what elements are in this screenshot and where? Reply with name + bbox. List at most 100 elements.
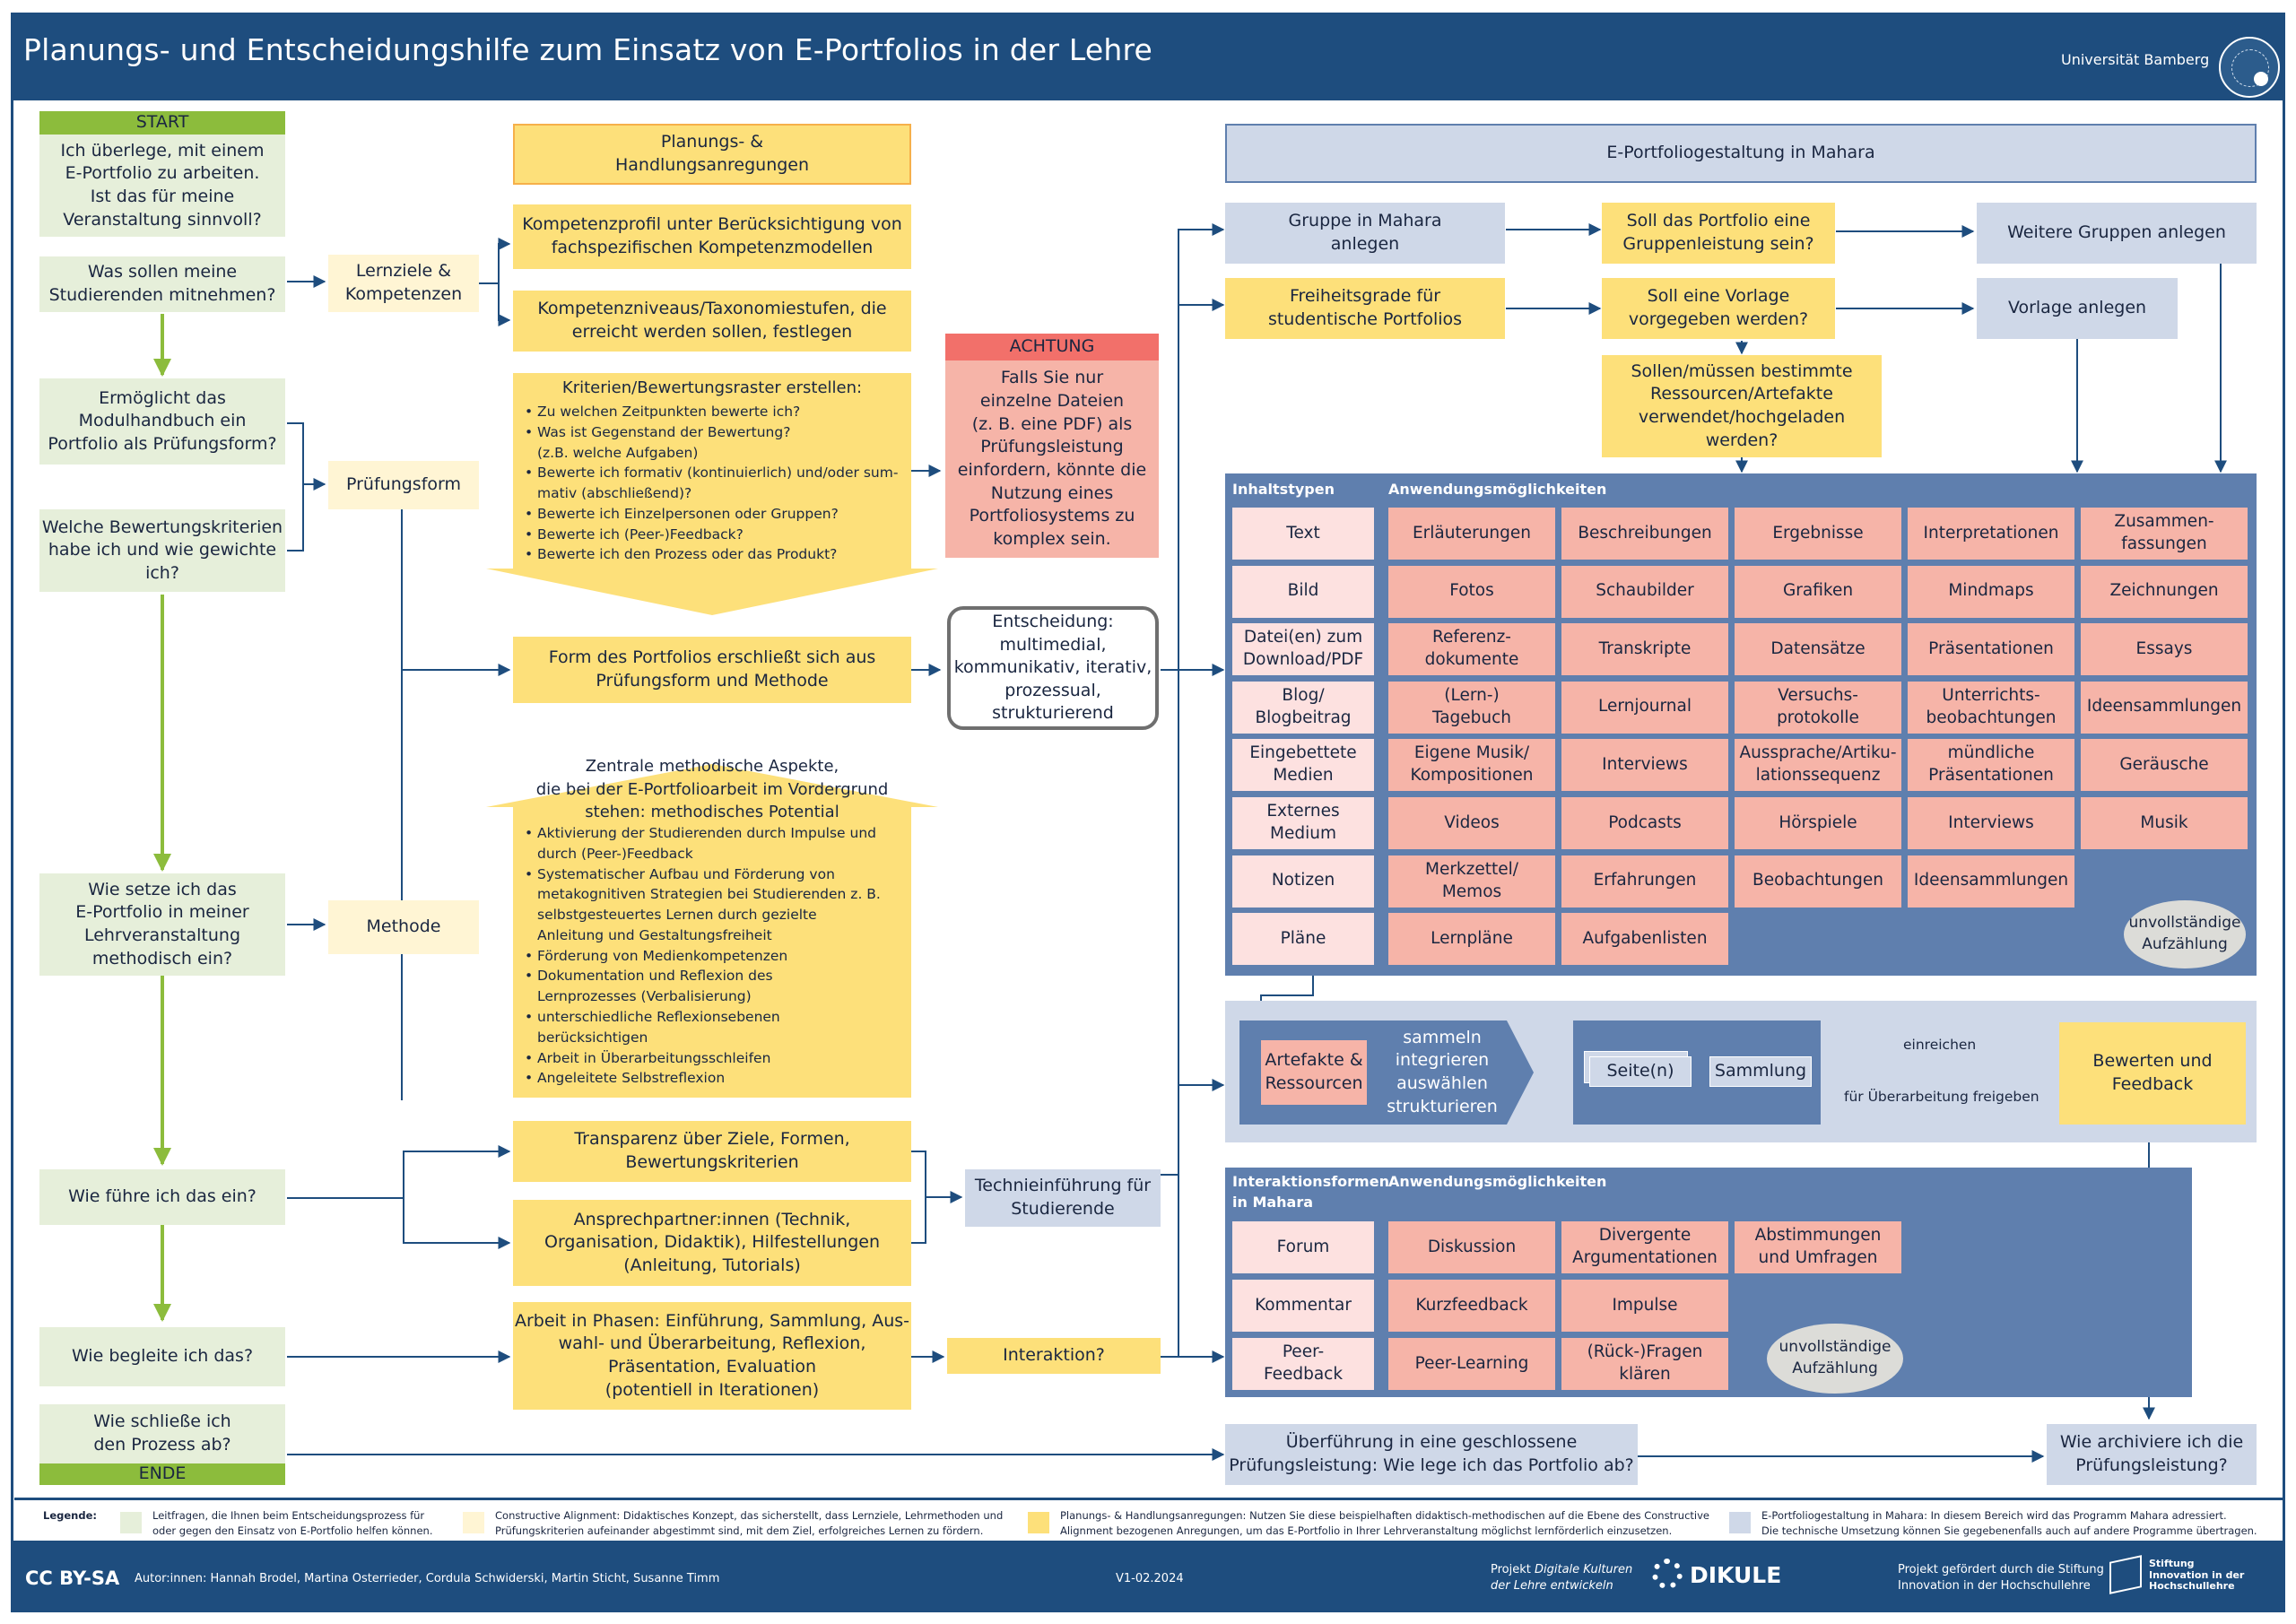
archiv-box: Wie archiviere ich die Prüfungsleistung? — [2047, 1424, 2257, 1485]
anwendung-cell: Lernpläne — [1388, 913, 1555, 966]
zentrale-item: Arbeit in Überarbeitungsschleifen — [525, 1048, 910, 1069]
anwendung-cell: Grafiken — [1735, 565, 1901, 618]
anwendung-cell: Hörspiele — [1735, 797, 1901, 849]
interaktionsform-cell: Kommentar — [1232, 1280, 1374, 1332]
planning-ansprechpartner: Ansprechpartner:innen (Technik, Organisa… — [513, 1200, 911, 1286]
kriterien-item: Zu welchen Zeitpunkten bewerte ich? — [525, 402, 910, 422]
question-box: Wie führe ich das ein? — [39, 1169, 285, 1225]
legend-divider — [14, 1498, 2283, 1500]
anwendung-cell: Podcasts — [1561, 797, 1728, 849]
achtung-header: ACHTUNG — [945, 334, 1159, 360]
legend-text: Leitfragen, die Ihnen beim Entscheidungs… — [152, 1509, 433, 1537]
question-box: Ich überlege, mit einem E-Portfolio zu a… — [39, 135, 285, 237]
end-label: ENDE — [39, 1463, 285, 1485]
planning-header: Planungs- & Handlungsanregungen — [513, 124, 911, 185]
inhaltstyp-cell: Externes Medium — [1232, 797, 1374, 849]
kriterien-item: Bewerte ich Einzelpersonen oder Gruppen? — [525, 504, 910, 525]
planning-phasen: Arbeit in Phasen: Einführung, Sammlung, … — [513, 1302, 911, 1410]
anwendung-cell: Diskussion — [1388, 1221, 1555, 1273]
footer-bar: CC BY-SA Autor:innen: Hannah Brodel, Mar… — [11, 1541, 2285, 1612]
mahara-ressourcen-frage: Sollen/müssen bestimmte Ressourcen/Artef… — [1602, 355, 1882, 457]
kriterien-item: Was ist Gegenstand der Bewertung? (z.B. … — [525, 422, 910, 464]
question-box: Wie schließe ich den Prozess ab? — [39, 1404, 285, 1463]
sammeln-label: sammeln integrieren auswählen strukturie… — [1387, 1027, 1498, 1116]
inhaltstyp-cell: Notizen — [1232, 855, 1374, 908]
freigeben-label: für Überarbeitung freigeben — [1844, 1089, 2039, 1105]
anwendung-cell: Referenz- dokumente — [1388, 623, 1555, 676]
anwendung-cell: Zusammen- fassungen — [2081, 508, 2248, 560]
anwendung-cell: Ideensammlungen — [1908, 855, 2074, 908]
interaktion-anwendungen-header: Anwendungsmöglichkeiten — [1388, 1173, 1607, 1190]
license-label: CC BY-SA — [25, 1568, 120, 1589]
interaktion-header: Interaktionsformen in Mahara — [1232, 1173, 1389, 1211]
anwendung-cell: Transkripte — [1561, 623, 1728, 676]
anwendung-cell: Peer-Learning — [1388, 1338, 1555, 1390]
entscheidung-box: Entscheidung: multimedial, kommunikativ,… — [947, 606, 1159, 730]
interaktion-box: Interaktion? — [947, 1338, 1161, 1374]
zentrale-title: Zentrale methodische Aspekte, die bei de… — [535, 757, 889, 822]
legend-text: E-Portfoliogestaltung in Mahara: In dies… — [1761, 1509, 2257, 1537]
zentrale-item: Förderung von Medienkompetenzen — [525, 946, 910, 967]
funding-label: Projekt gefördert durch die Stiftung Inn… — [1898, 1563, 2104, 1594]
start-label: START — [39, 111, 285, 135]
inhaltstyp-cell: Text — [1232, 508, 1374, 560]
anwendung-cell: Aussprache/Artiku- lationssequenz — [1735, 739, 1901, 792]
bewerten-box: Bewerten und Feedback — [2059, 1022, 2246, 1125]
zentrale-item: Systematischer Aufbau und Förderung von … — [525, 864, 910, 946]
anwendung-cell: Ideensammlungen — [2081, 681, 2248, 734]
seiten-box: Seite(n) — [1589, 1056, 1692, 1087]
anwendung-cell: Kurzfeedback — [1388, 1280, 1555, 1332]
zentrale-item: unterschiedliche Reflexionsebenen berück… — [525, 1007, 910, 1048]
question-box: Ermöglicht das Modulhandbuch ein Portfol… — [39, 378, 285, 465]
zentrale-item: Aktivierung der Studierenden durch Impul… — [525, 823, 910, 864]
ueberfuehrung-box: Überführung in eine geschlossene Prüfung… — [1225, 1424, 1638, 1485]
legend-label: Legende: — [43, 1509, 97, 1522]
anwendung-cell: Interpretationen — [1908, 508, 2074, 560]
stiftung-logo-icon — [2109, 1555, 2142, 1594]
anwendung-cell: Lernjournal — [1561, 681, 1728, 734]
interaktionsform-cell: Peer- Feedback — [1232, 1338, 1374, 1390]
achtung-text: Falls Sie nur einzelne Dateien (z. B. ei… — [945, 360, 1159, 558]
anwendung-cell: Beschreibungen — [1561, 508, 1728, 560]
project-name: Digitale Kulturen — [1535, 1563, 1633, 1576]
anwendung-cell: Beobachtungen — [1735, 855, 1901, 908]
legend-swatch — [120, 1512, 142, 1533]
planning-kompetenzprofil: Kompetenzprofil unter Berücksichtigung v… — [513, 204, 911, 269]
mahara-gruppe: Gruppe in Mahara anlegen — [1225, 203, 1505, 264]
question-box: Welche Bewertungskriterien habe ich und … — [39, 509, 285, 592]
anwendung-cell: Abstimmungen und Umfragen — [1735, 1221, 1901, 1273]
alignment-pruefungsform: Prüfungsform — [328, 461, 479, 509]
anwendung-cell: Fotos — [1388, 565, 1555, 618]
anwendung-cell: (Lern-) Tagebuch — [1388, 681, 1555, 734]
alignment-methode: Methode — [328, 900, 479, 954]
dikule-gear-icon — [1652, 1559, 1683, 1589]
kriterien-item: Bewerte ich den Prozess oder das Produkt… — [525, 544, 910, 565]
anwendung-cell: Videos — [1388, 797, 1555, 849]
version-label: V1-02.2024 — [1116, 1572, 1184, 1585]
anwendung-cell: Geräusche — [2081, 739, 2248, 792]
planning-transparenz: Transparenz über Ziele, Formen, Bewertun… — [513, 1121, 911, 1182]
poster-title: Planungs- und Entscheidungshilfe zum Ein… — [23, 32, 1152, 67]
project-subtitle: der Lehre entwickeln — [1491, 1579, 1613, 1594]
planning-kompetenzniveaus: Kompetenzniveaus/Taxonomiestufen, die er… — [513, 291, 911, 352]
anwendung-cell: Impulse — [1561, 1280, 1728, 1332]
anwendung-cell: Aufgabenlisten — [1561, 913, 1728, 966]
mahara-freiheitsgrade: Freiheitsgrade für studentische Portfoli… — [1225, 278, 1505, 339]
unvollstaendig-badge: unvollständige Aufzählung — [1767, 1324, 1903, 1394]
legend-text: Constructive Alignment: Didaktisches Kon… — [495, 1509, 1004, 1537]
anwendung-cell: Versuchs- protokolle — [1735, 681, 1901, 734]
anwendung-cell: Musik — [2081, 797, 2248, 849]
mahara-vorlage-frage: Soll eine Vorlage vorgegeben werden? — [1602, 278, 1835, 339]
header-bar: Planungs- und Entscheidungshilfe zum Ein… — [11, 13, 2285, 100]
legend-swatch — [463, 1512, 484, 1533]
inhaltstyp-cell: Pläne — [1232, 913, 1374, 966]
interaktionsform-cell: Forum — [1232, 1221, 1374, 1273]
mahara-header: E-Portfoliogestaltung in Mahara — [1225, 124, 2257, 183]
alignment-lernziele: Lernziele & Kompetenzen — [328, 255, 479, 312]
zentrale-item: Dokumentation und Reflexion des Lernproz… — [525, 966, 910, 1007]
stiftung-logo-text: Stiftung Innovation in der Hochschullehr… — [2149, 1558, 2245, 1593]
anwendung-cell: Interviews — [1561, 739, 1728, 792]
anwendung-cell: Unterrichts- beobachtungen — [1908, 681, 2074, 734]
